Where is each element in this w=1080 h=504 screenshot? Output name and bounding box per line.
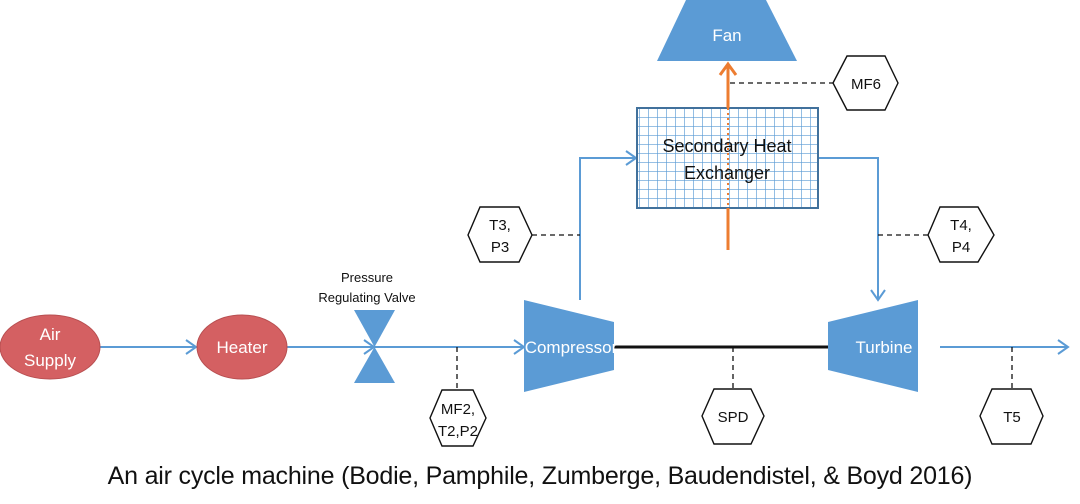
sensor-t5-label: T5 (1003, 409, 1021, 426)
sensor-t5: T5 (979, 388, 1044, 445)
sensor-t4p4: T4, P4 (927, 206, 995, 263)
sensor-mf6-label: MF6 (851, 76, 881, 93)
sensor-t4p4-line1: T4, (950, 217, 972, 234)
valve-label-line1: Pressure (341, 270, 393, 285)
fan: Fan (657, 0, 797, 61)
air-supply-label-line1: Air (40, 325, 61, 344)
pressure-regulating-valve: Pressure Regulating Valve (318, 270, 416, 383)
sensor-spd-label: SPD (718, 409, 749, 426)
sensor-t3p3-line1: T3, (489, 217, 511, 234)
air-supply: Air Supply (0, 314, 101, 380)
sensor-mf2-line2: T2,P2 (438, 423, 478, 440)
flow-compressor-to-heat-exchanger (579, 157, 636, 300)
heater-label: Heater (216, 338, 267, 357)
sensor-t3p3: T3, P3 (467, 206, 533, 263)
fan-airflow-arrow (718, 61, 738, 250)
turbine: Turbine (828, 300, 918, 392)
sensor-connectors (456, 82, 1013, 390)
sensor-mf2-line1: MF2, (441, 401, 475, 418)
sensor-t3p3-line2: P3 (491, 239, 509, 256)
compressor: Compressor (524, 300, 618, 392)
air-supply-label-line2: Supply (24, 351, 76, 370)
flow-lines (100, 150, 1070, 355)
figure-caption: An air cycle machine (Bodie, Pamphile, Z… (107, 462, 973, 490)
flow-heat-exchanger-to-turbine (818, 157, 879, 300)
heat-exchanger-label-line1: Secondary Heat (662, 136, 791, 156)
valve-label-line2: Regulating Valve (318, 290, 415, 305)
air-cycle-machine-diagram: Air Supply Heater Pressure Regulating Va… (0, 0, 1070, 447)
sensor-mf2: MF2, T2,P2 (429, 389, 487, 447)
secondary-heat-exchanger: Secondary Heat Exchanger (636, 107, 819, 209)
arrowhead (870, 289, 886, 302)
compressor-label: Compressor (525, 338, 618, 357)
heat-exchanger-label-line2: Exchanger (684, 163, 770, 183)
arrowhead (185, 339, 198, 355)
heater: Heater (196, 314, 288, 380)
sensor-spd: SPD (701, 388, 765, 445)
sensor-t4p4-line2: P4 (952, 239, 970, 256)
sensor-mf6: MF6 (832, 55, 899, 111)
fan-label: Fan (712, 26, 741, 45)
arrowhead (1057, 339, 1070, 355)
turbine-label: Turbine (855, 338, 912, 357)
